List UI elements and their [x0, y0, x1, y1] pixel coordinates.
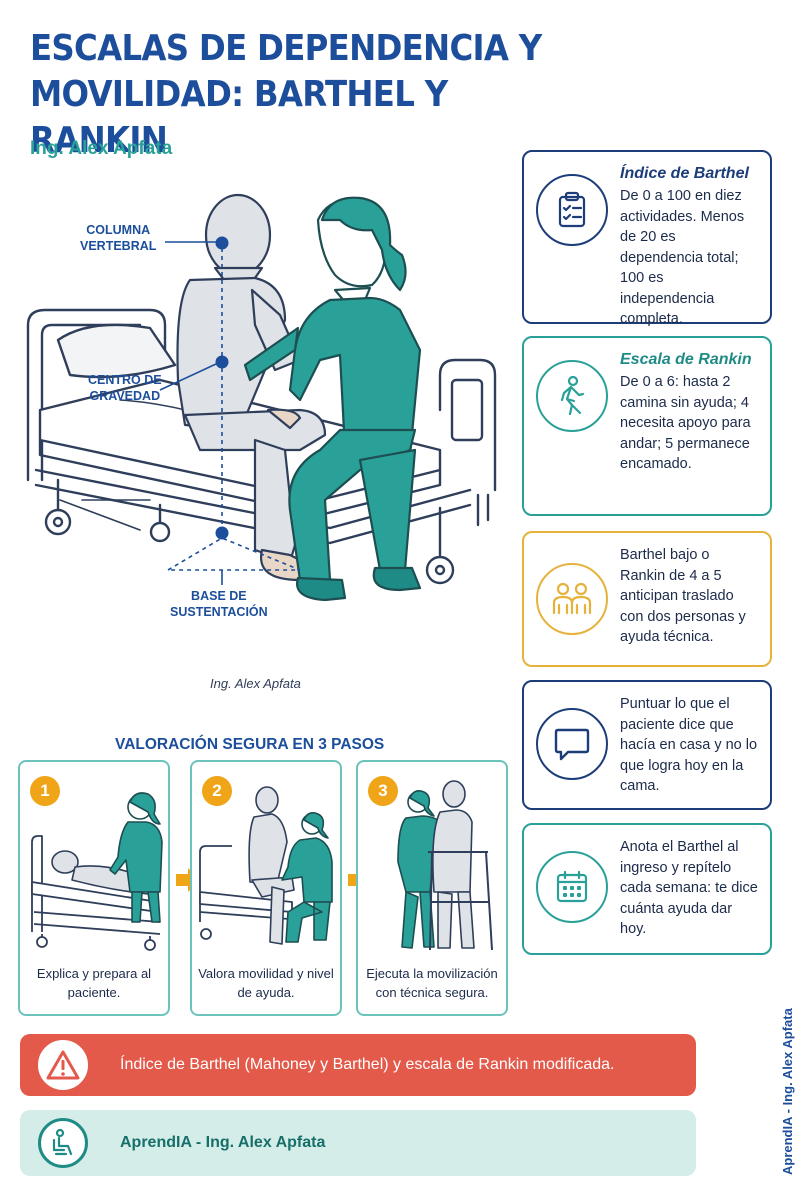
step-3-number: 3 [368, 776, 398, 806]
step-3-illustration [397, 780, 493, 951]
step-1-caption: Explica y prepara al paciente. [36, 966, 152, 1000]
card-transfer-text: Barthel bajo o Rankin de 4 a 5 anticipan… [620, 547, 746, 645]
main-illustration: COLUMNA VERTEBRAL CENTRO DE GRAVEDAD BAS… [0, 150, 510, 690]
label-gravity-line-2: GRAVEDAD [89, 389, 161, 403]
step-2-number: 2 [202, 776, 232, 806]
warning-icon [38, 1040, 88, 1090]
speech-bubble-icon [536, 708, 608, 780]
illustration-credit: Ing. Alex Apfata [210, 676, 301, 691]
walking-person-icon [536, 360, 608, 432]
step-3-caption: Ejecuta la movilización con técnica segu… [366, 966, 498, 1000]
bed-transfer-illustration [26, 193, 497, 602]
card-rankin-title: Escala de Rankin [620, 351, 752, 368]
reference-text: Índice de Barthel (Mahoney y Barthel) y … [120, 1056, 615, 1073]
steps-title: VALORACIÓN SEGURA EN 3 PASOS [115, 736, 385, 753]
card-transfer: Barthel bajo o Rankin de 4 a 5 anticipan… [522, 531, 772, 667]
step-3: 3 Ejecuta la movilización con técnica se… [356, 760, 508, 1016]
step-1-number: 1 [30, 776, 60, 806]
label-gravity-line-1: CENTRO DE [88, 373, 162, 387]
card-barthel-title: Índice de Barthel [620, 165, 749, 182]
label-center-of-gravity: CENTRO DE GRAVEDAD [88, 372, 162, 404]
card-rankin: Escala de Rankin De 0 a 6: hasta 2 camin… [522, 336, 772, 516]
label-base-line-2: SUSTENTACIÓN [170, 605, 268, 619]
step-1: 1 Explica y prepara al paciente. [18, 760, 170, 1016]
label-spine-line-1: COLUMNA [86, 223, 151, 237]
card-weekly-record: Anota el Barthel al ingreso y repítelo c… [522, 823, 772, 955]
calendar-icon [536, 851, 608, 923]
label-base-line-1: BASE DE [191, 589, 247, 603]
step-2-caption: Valora movilidad y nivel de ayuda. [198, 966, 334, 1000]
card-scoring-tip: Puntuar lo que el paciente dice que hací… [522, 680, 772, 810]
card-scoring-tip-text: Puntuar lo que el paciente dice que hací… [620, 696, 758, 794]
card-barthel-text: De 0 a 100 en diez actividades. Menos de… [620, 188, 745, 327]
two-people-icon [536, 563, 608, 635]
author-name: Ing. Alex Apfata [30, 138, 173, 159]
label-spine: COLUMNA VERTEBRAL [80, 222, 156, 254]
brand-text: AprendIA - Ing. Alex Apfata [120, 1134, 326, 1151]
reference-banner: Índice de Barthel (Mahoney y Barthel) y … [20, 1034, 696, 1096]
label-spine-line-2: VERTEBRAL [80, 239, 157, 253]
brand-banner: AprendIA - Ing. Alex Apfata [20, 1110, 696, 1176]
step-1-illustration [31, 792, 163, 951]
card-barthel: Índice de Barthel De 0 a 100 en diez act… [522, 150, 772, 327]
title-line-1: ESCALAS DE DEPENDENCIA Y [30, 28, 542, 69]
card-rankin-text: De 0 a 6: hasta 2 camina sin ayuda; 4 ne… [620, 374, 751, 472]
clipboard-icon [536, 174, 608, 246]
title-line-2: MOVILIDAD: BARTHEL Y RANKIN [30, 74, 448, 161]
label-base-of-support: BASE DE SUSTENTACIÓN [170, 588, 268, 620]
page-title: ESCALAS DE DEPENDENCIA Y MOVILIDAD: BART… [30, 26, 570, 164]
card-weekly-record-text: Anota el Barthel al ingreso y repítelo c… [620, 839, 758, 937]
step-2-illustration [199, 786, 333, 945]
side-brand-text: AprendIA - Ing. Alex Apfata [780, 1008, 795, 1175]
seated-person-icon [38, 1118, 88, 1168]
step-2: 2 Valora movilidad y nivel de ayuda. [190, 760, 342, 1016]
